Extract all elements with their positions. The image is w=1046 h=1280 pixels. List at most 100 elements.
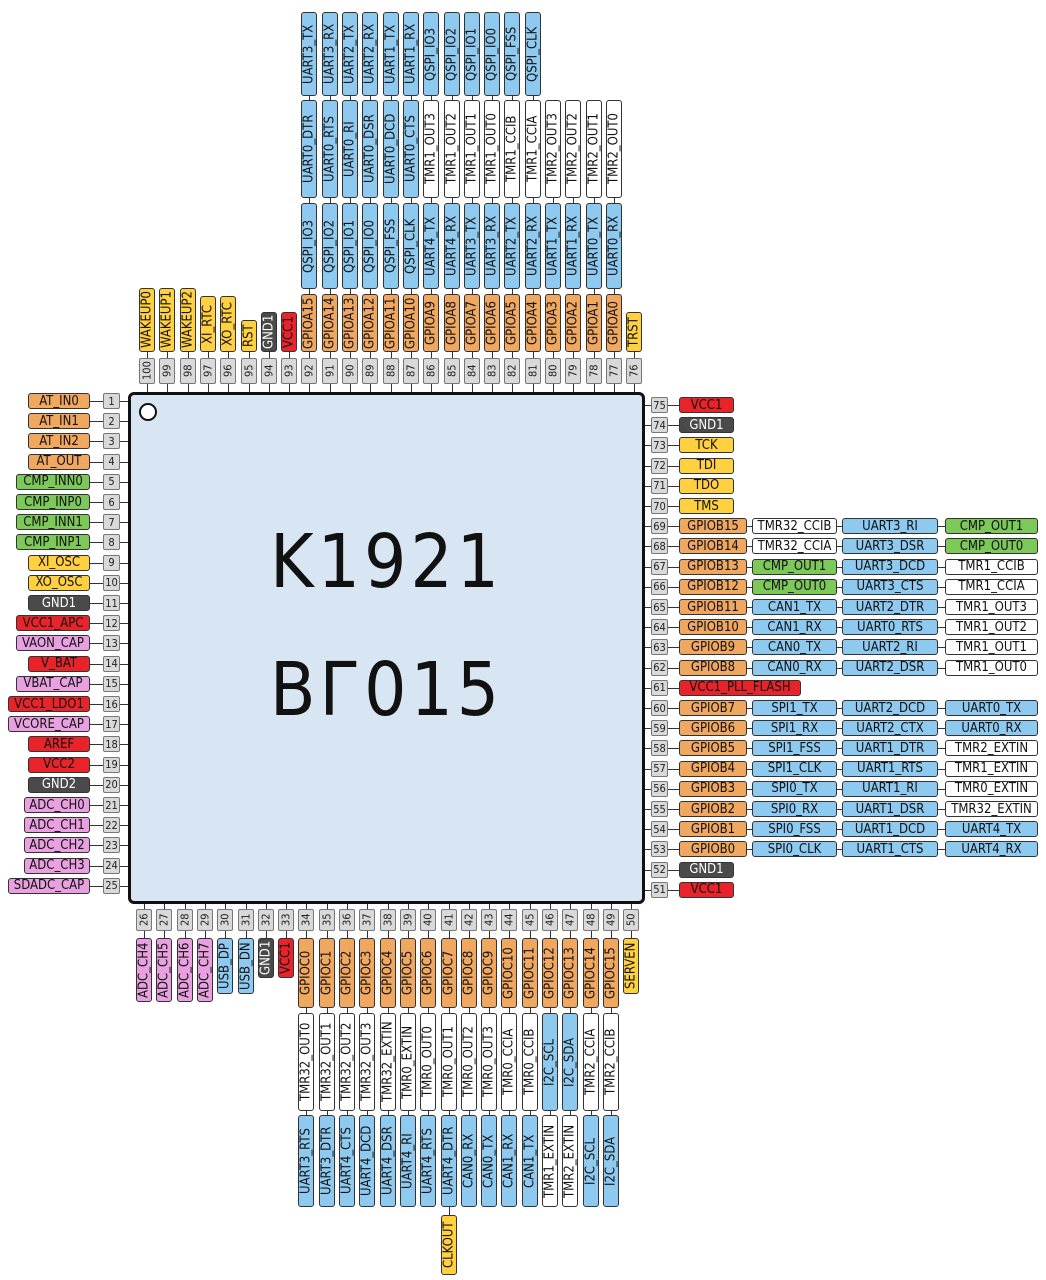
pin-label-i2c-scl: I2C_SCL xyxy=(542,1013,558,1111)
pin-lead xyxy=(645,566,653,568)
pin-lead xyxy=(668,728,679,730)
pin-lead xyxy=(347,1111,348,1115)
pin-number: 75 xyxy=(651,397,668,413)
pin-lead xyxy=(645,586,653,588)
pin-number: 77 xyxy=(605,358,622,384)
pin-number: 56 xyxy=(651,780,668,797)
pin-lead xyxy=(90,603,104,604)
pin-label-tmr1-ccia: TMR1_CCIA xyxy=(524,100,541,198)
pin-label-gpioc12: GPIOC12 xyxy=(542,938,558,1008)
pin-lead xyxy=(228,384,230,392)
pin-label-can0-tx: CAN0_TX xyxy=(481,1115,498,1207)
pin-lead xyxy=(645,485,653,487)
pin-label-vcc1-ldo1: VCC1_LDO1 xyxy=(8,696,90,712)
pin-label-rst: RST xyxy=(240,320,257,352)
pin-lead xyxy=(610,1111,612,1115)
pin-lead xyxy=(668,829,679,831)
pin-label-uart4-rx: UART4_RX xyxy=(945,841,1038,858)
pin-number: 10 xyxy=(103,574,120,591)
pin-lead xyxy=(451,198,453,203)
pin-lead xyxy=(468,1111,470,1115)
pin-lead xyxy=(120,401,128,402)
pin-label-spi0-rx: SPI0_RX xyxy=(752,801,837,817)
pin-lead xyxy=(938,526,945,528)
pin-label-gpiob10: GPIOB10 xyxy=(679,619,747,636)
pin-number: 12 xyxy=(103,615,120,632)
pin-number: 98 xyxy=(179,358,196,384)
pin-label-uart3-tx: UART3_TX xyxy=(301,12,318,96)
pin-lead xyxy=(390,352,392,358)
pin-lead xyxy=(573,289,575,294)
pin-label-gpiob8: GPIOB8 xyxy=(679,659,747,676)
pin-label-tck: TCK xyxy=(679,437,734,454)
pin-lead xyxy=(645,627,653,629)
pin-lead xyxy=(120,724,128,726)
pin-label-cmp-inp1: CMP_INP1 xyxy=(16,534,90,551)
pin-lead xyxy=(529,1008,531,1013)
pin-lead xyxy=(837,526,842,528)
pin-lead xyxy=(90,481,104,483)
pin-label-uart4-cts: UART4_CTS xyxy=(339,1115,355,1207)
pin-lead xyxy=(529,904,531,910)
pin-label-gpioa8: GPIOA8 xyxy=(443,294,460,352)
pin-label-gpioc13: GPIOC13 xyxy=(562,938,579,1008)
pin-label-trst: TRST xyxy=(626,312,643,352)
pin-lead xyxy=(492,352,494,358)
pin-lead xyxy=(120,704,128,705)
pin-lead xyxy=(529,931,531,938)
pin-lead xyxy=(471,96,473,100)
pin-lead xyxy=(228,352,230,358)
pin-number: 76 xyxy=(626,358,643,384)
pin-lead xyxy=(532,96,534,100)
pin-label-uart0-rx: UART0_RX xyxy=(945,720,1038,737)
pin-label-tmr0-extin: TMR0_EXTIN xyxy=(399,1013,416,1111)
pin-number: 87 xyxy=(402,358,419,384)
pin-lead xyxy=(329,198,331,203)
pin-number: 22 xyxy=(103,817,120,834)
pin-lead xyxy=(90,582,104,584)
pin-label-cmp-out0: CMP_OUT0 xyxy=(945,538,1038,555)
pin-lead xyxy=(387,931,389,938)
pin-lead xyxy=(407,1111,409,1115)
pin-lead xyxy=(553,352,554,358)
pin-lead xyxy=(668,627,679,629)
pin-label-tmr2-extin: TMR2_EXTIN xyxy=(562,1115,579,1207)
pin-label-uart1-dsr: UART1_DSR xyxy=(842,801,938,817)
pin-lead xyxy=(326,1008,328,1013)
pin-label-vcore-cap: VCORE_CAP xyxy=(8,716,90,733)
pin-lead xyxy=(590,1111,592,1115)
pin-number: 14 xyxy=(103,655,120,672)
pin-label-gpiob2: GPIOB2 xyxy=(679,801,747,817)
pin-label-uart3-tx: UART3_TX xyxy=(463,203,480,289)
pin-lead xyxy=(120,764,128,766)
pin-lead xyxy=(468,1008,470,1013)
pin-lead xyxy=(938,566,945,568)
pin-lead xyxy=(187,384,189,392)
pin-lead xyxy=(90,744,104,746)
pin-lead xyxy=(747,607,752,608)
pin-lead xyxy=(570,931,572,938)
pin-label-adc-ch5: ADC_CH5 xyxy=(156,938,173,1002)
pin-number: 67 xyxy=(651,558,668,575)
pin-lead xyxy=(207,352,209,358)
pin-label-gpiob9: GPIOB9 xyxy=(679,639,747,656)
pin-lead xyxy=(645,425,653,427)
pin-lead xyxy=(120,825,128,827)
pin-number: 31 xyxy=(237,909,254,931)
pin-label-uart1-ri: UART1_RI xyxy=(842,780,938,797)
pin-label-vcc2: VCC2 xyxy=(28,756,90,773)
pin-label-can0-tx: CAN0_TX xyxy=(752,639,837,656)
pin-label-cmp-inp0: CMP_INP0 xyxy=(16,494,90,510)
pin-lead xyxy=(120,683,128,685)
pin-label-spi0-fss: SPI0_FSS xyxy=(752,821,837,838)
pin-label-aref: AREF xyxy=(28,736,90,753)
pin-number: 52 xyxy=(651,861,668,878)
pin-label-sdadc-cap: SDADC_CAP xyxy=(8,877,90,894)
pin-label-spi1-clk: SPI1_CLK xyxy=(752,760,837,777)
pin-label-vcc1: VCC1 xyxy=(679,881,734,898)
pin-label-uart1-tx: UART1_TX xyxy=(545,203,561,289)
pin-lead xyxy=(410,198,412,203)
pin-label-gpiob5: GPIOB5 xyxy=(679,740,747,757)
pin-label-tmr32-extin: TMR32_EXTIN xyxy=(945,801,1038,817)
pin-lead xyxy=(593,198,595,203)
